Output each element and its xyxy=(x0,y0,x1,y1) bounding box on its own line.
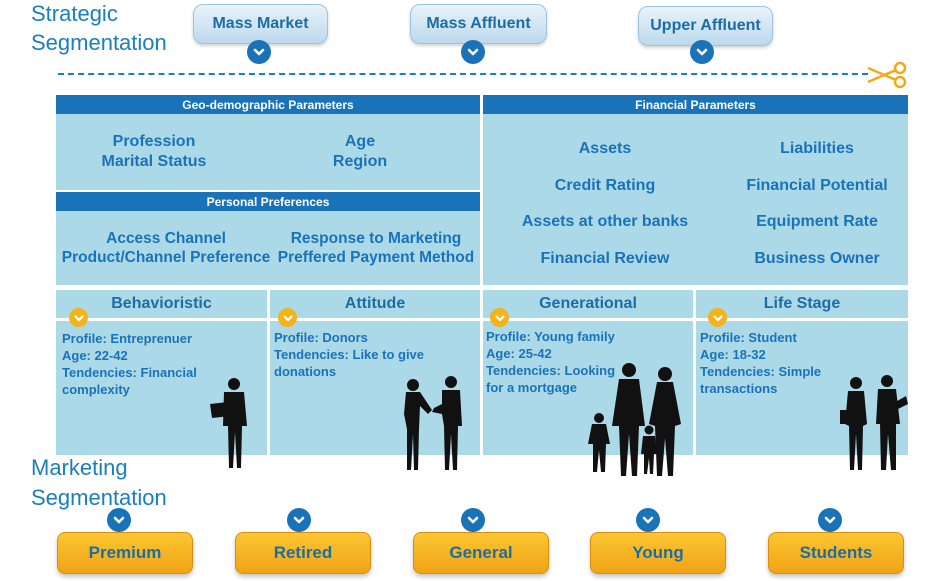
column-generational-profile: Profile: Young family Age: 25-42 Tendenc… xyxy=(486,329,616,395)
column-behavioristic-profile: Profile: Entreprenuer Age: 22-42 Tendenc… xyxy=(62,331,197,397)
students-icon xyxy=(840,375,908,470)
segment-mass-market[interactable]: Mass Market xyxy=(193,4,328,44)
dashed-divider xyxy=(58,73,868,75)
marketing-title: Marketing Segmentation xyxy=(31,453,167,513)
chevron-down-icon xyxy=(690,40,714,64)
geo-col1: Profession Marital Status xyxy=(101,133,207,170)
chevron-down-icon xyxy=(278,308,297,327)
chevron-down-icon xyxy=(287,508,311,532)
personal-header: Personal Preferences xyxy=(56,192,480,211)
chevron-down-icon xyxy=(107,508,131,532)
segment-premium[interactable]: Premium xyxy=(57,532,193,574)
segment-general[interactable]: General xyxy=(413,532,549,574)
financial-col1: Assets Credit Rating Assets at other ban… xyxy=(521,140,689,267)
geo-header: Geo-demographic Parameters xyxy=(56,95,480,114)
segment-students[interactable]: Students xyxy=(768,532,904,574)
personal-col1: Access Channel Product/Channel Preferenc… xyxy=(61,230,271,266)
scissors-icon xyxy=(867,61,907,89)
chevron-down-icon xyxy=(461,40,485,64)
marketing-title-line2: Segmentation xyxy=(31,485,167,510)
businessman-icon xyxy=(210,378,247,468)
segment-young[interactable]: Young xyxy=(590,532,726,574)
column-life-stage-profile: Profile: Student Age: 18-32 Tendencies: … xyxy=(700,330,822,396)
financial-panel xyxy=(483,95,908,285)
handshake-icon xyxy=(404,376,462,470)
chevron-down-icon xyxy=(818,508,842,532)
column-attitude-header: Attitude xyxy=(270,290,480,318)
column-generational-header: Generational xyxy=(483,290,693,318)
strategic-title-line1: Strategic xyxy=(31,1,118,26)
marketing-title-line1: Marketing xyxy=(31,455,128,480)
financial-header: Financial Parameters xyxy=(483,95,908,114)
chevron-down-icon xyxy=(69,308,88,327)
chevron-down-icon xyxy=(490,308,509,327)
column-behavioristic-header: Behavioristic xyxy=(56,290,267,318)
chevron-down-icon xyxy=(461,508,485,532)
geo-col2: Age Region xyxy=(332,133,388,170)
column-life-stage-header: Life Stage xyxy=(696,290,908,318)
personal-col2: Response to Marketing Preffered Payment … xyxy=(277,230,475,266)
chevron-down-icon xyxy=(247,40,271,64)
family-icon xyxy=(588,363,681,476)
financial-col2: Liabilities Financial Potential Equipmen… xyxy=(746,140,888,267)
chevron-down-icon xyxy=(636,508,660,532)
strategic-title: Strategic Segmentation xyxy=(31,0,167,57)
column-life-stage-body xyxy=(696,321,908,455)
segment-retired[interactable]: Retired xyxy=(235,532,371,574)
segment-upper-affluent[interactable]: Upper Affluent xyxy=(638,6,773,46)
column-attitude-profile: Profile: Donors Tendencies: Like to give… xyxy=(274,330,425,379)
chevron-down-icon xyxy=(708,308,727,327)
segment-mass-affluent[interactable]: Mass Affluent xyxy=(410,4,547,44)
strategic-title-line2: Segmentation xyxy=(31,30,167,55)
